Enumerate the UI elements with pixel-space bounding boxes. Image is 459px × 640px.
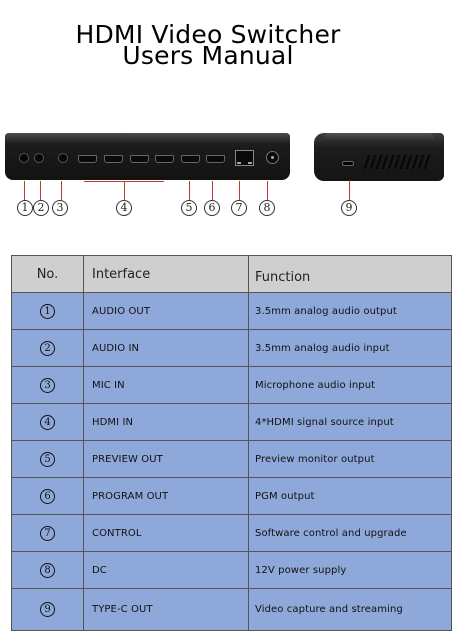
hdmi-in-port-2 (104, 155, 123, 163)
row-number: 1 (40, 303, 55, 319)
interface-name: PREVIEW OUT (92, 453, 163, 465)
audio-in-jack (34, 153, 44, 163)
marker-9: 9 (341, 200, 357, 216)
function-text: Video capture and streaming (255, 604, 403, 615)
header-interface: Interface (84, 256, 249, 292)
header-function: Function (255, 269, 311, 285)
interface-name: CONTROL (92, 527, 142, 539)
interface-name: PROGRAM OUT (92, 490, 169, 502)
connector-line (239, 181, 240, 200)
marker-3: 3 (52, 200, 68, 216)
manual-subtitle: Users Manual (122, 41, 294, 70)
table-row: 4 HDMI IN 4*HDMI signal source input (12, 404, 451, 441)
table-row: 7 CONTROL Software control and upgrade (12, 515, 451, 552)
interface-name: TYPE-C OUT (92, 604, 153, 615)
interface-name: DC (92, 564, 107, 576)
function-text: 4*HDMI signal source input (255, 416, 394, 428)
table-row: 2 AUDIO IN 3.5mm analog audio input (12, 330, 451, 367)
table-row: 9 TYPE-C OUT Video capture and streaming (12, 589, 451, 630)
hdmi-in-port-3 (130, 155, 149, 163)
connector-line (24, 181, 25, 200)
table-row: 3 MIC IN Microphone audio input (12, 367, 451, 404)
table-row: 1 AUDIO OUT 3.5mm analog audio output (12, 293, 451, 330)
connector-line (40, 181, 41, 200)
interface-name: AUDIO IN (92, 342, 140, 354)
marker-6: 6 (204, 200, 220, 216)
mic-in-jack (58, 153, 68, 163)
table-row: 6 PROGRAM OUT PGM output (12, 478, 451, 515)
interface-table: No. Interface Function 1 AUDIO OUT 3.5mm… (11, 255, 452, 631)
connector-line (124, 181, 125, 200)
program-out-port (206, 155, 225, 163)
dc-jack (266, 151, 279, 164)
interface-name: HDMI IN (92, 416, 134, 428)
marker-4: 4 (116, 200, 132, 216)
control-port (235, 150, 254, 166)
table-row: 5 PREVIEW OUT Preview monitor output (12, 441, 451, 478)
marker-2: 2 (33, 200, 49, 216)
function-text: 3.5mm analog audio input (255, 342, 390, 354)
hdmi-in-port-4 (155, 155, 174, 163)
type-c-port (342, 161, 354, 166)
function-text: 12V power supply (255, 564, 347, 576)
connector-line (267, 181, 268, 200)
marker-1: 1 (17, 200, 33, 216)
interface-name: AUDIO OUT (92, 305, 151, 317)
connector-line (349, 180, 350, 200)
marker-7: 7 (231, 200, 247, 216)
row-number: 2 (40, 340, 55, 356)
table-row: 8 DC 12V power supply (12, 552, 451, 589)
function-text: Software control and upgrade (255, 527, 407, 539)
row-number: 9 (40, 602, 55, 617)
row-number: 8 (40, 562, 55, 578)
interface-name: MIC IN (92, 379, 125, 391)
connector-line (212, 181, 213, 200)
marker-5: 5 (181, 200, 197, 216)
row-number: 5 (40, 451, 55, 467)
row-number: 7 (40, 525, 55, 541)
manual-title: HDMI Video Switcher (75, 20, 341, 49)
connector-line (61, 181, 62, 200)
function-text: PGM output (255, 490, 315, 502)
hdmi-in-port-1 (78, 155, 97, 163)
device-front-image (5, 133, 290, 180)
audio-out-jack (19, 153, 29, 163)
table-header-row: No. Interface Function (12, 256, 451, 293)
function-text: Microphone audio input (255, 379, 376, 391)
row-number: 6 (40, 488, 55, 504)
connector-line (189, 181, 190, 200)
function-text: 3.5mm analog audio output (255, 305, 397, 317)
marker-8: 8 (259, 200, 275, 216)
header-no: No. (12, 256, 84, 292)
function-text: Preview monitor output (255, 453, 375, 465)
row-number: 3 (40, 377, 55, 393)
preview-out-port (181, 155, 200, 163)
device-side-image (314, 133, 444, 181)
row-number: 4 (40, 414, 55, 430)
